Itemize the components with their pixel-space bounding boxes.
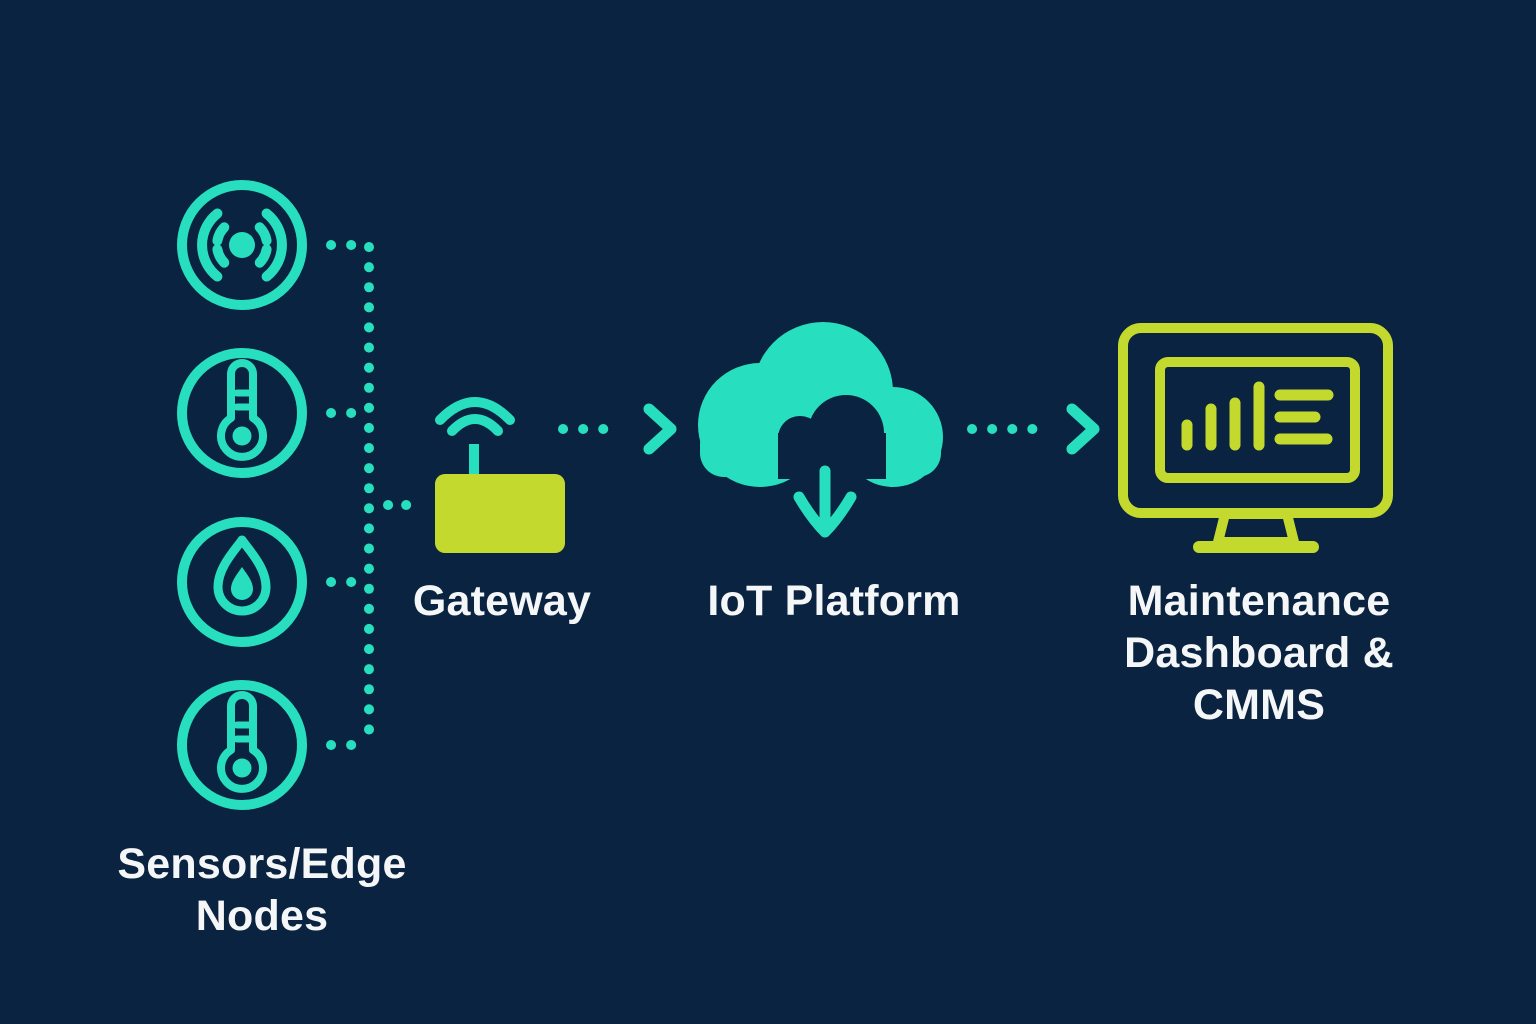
arrow-head <box>643 403 677 455</box>
monitor-stand-leg <box>1213 509 1299 547</box>
temperature-sensor-icon <box>177 680 307 810</box>
gateway-to-cloud-arrow <box>558 403 677 455</box>
iot-platform-label: IoT Platform <box>707 577 961 625</box>
gateway-icon <box>435 397 565 553</box>
sensor-ring <box>177 348 307 478</box>
monitor-screen <box>1155 357 1360 483</box>
signal-waves <box>197 208 287 282</box>
cloud-to-dashboard-arrow <box>967 403 1100 455</box>
thermometer-body <box>217 691 267 793</box>
flame-inner-drop <box>231 567 253 600</box>
text-lines-icon <box>1274 389 1334 445</box>
sensor-ring <box>177 180 307 310</box>
thermometer-bulb <box>232 426 252 446</box>
cloud-notch <box>778 395 886 479</box>
wifi-waves-icon <box>435 397 515 436</box>
dashboard-label: Maintenance Dashboard & CMMS <box>1124 577 1394 729</box>
signal-center-dot <box>229 232 255 258</box>
gateway-label: Gateway <box>412 577 592 625</box>
temperature-sensor-icon <box>177 348 307 478</box>
thermometer-body <box>217 359 267 461</box>
download-arrow-icon <box>793 465 857 538</box>
sensor-bus-dotted-connectors <box>326 240 412 753</box>
cloud-icon <box>698 322 943 538</box>
flame-outline <box>213 535 271 616</box>
sensor-ring <box>177 517 307 647</box>
arrow-head <box>1066 403 1100 455</box>
wireless-signal-sensor-icon <box>177 180 307 310</box>
thermometer-ticks <box>233 721 255 743</box>
monitor-icon <box>1118 323 1393 553</box>
thermometer-bulb <box>232 758 252 778</box>
sensor-ring <box>177 680 307 810</box>
thermometer-ticks <box>233 389 255 411</box>
gas-flame-sensor-icon <box>177 517 307 647</box>
bar-chart-icon <box>1181 381 1265 451</box>
gateway-box <box>435 474 565 553</box>
sensors-label: Sensors/Edge Nodes <box>117 840 407 940</box>
